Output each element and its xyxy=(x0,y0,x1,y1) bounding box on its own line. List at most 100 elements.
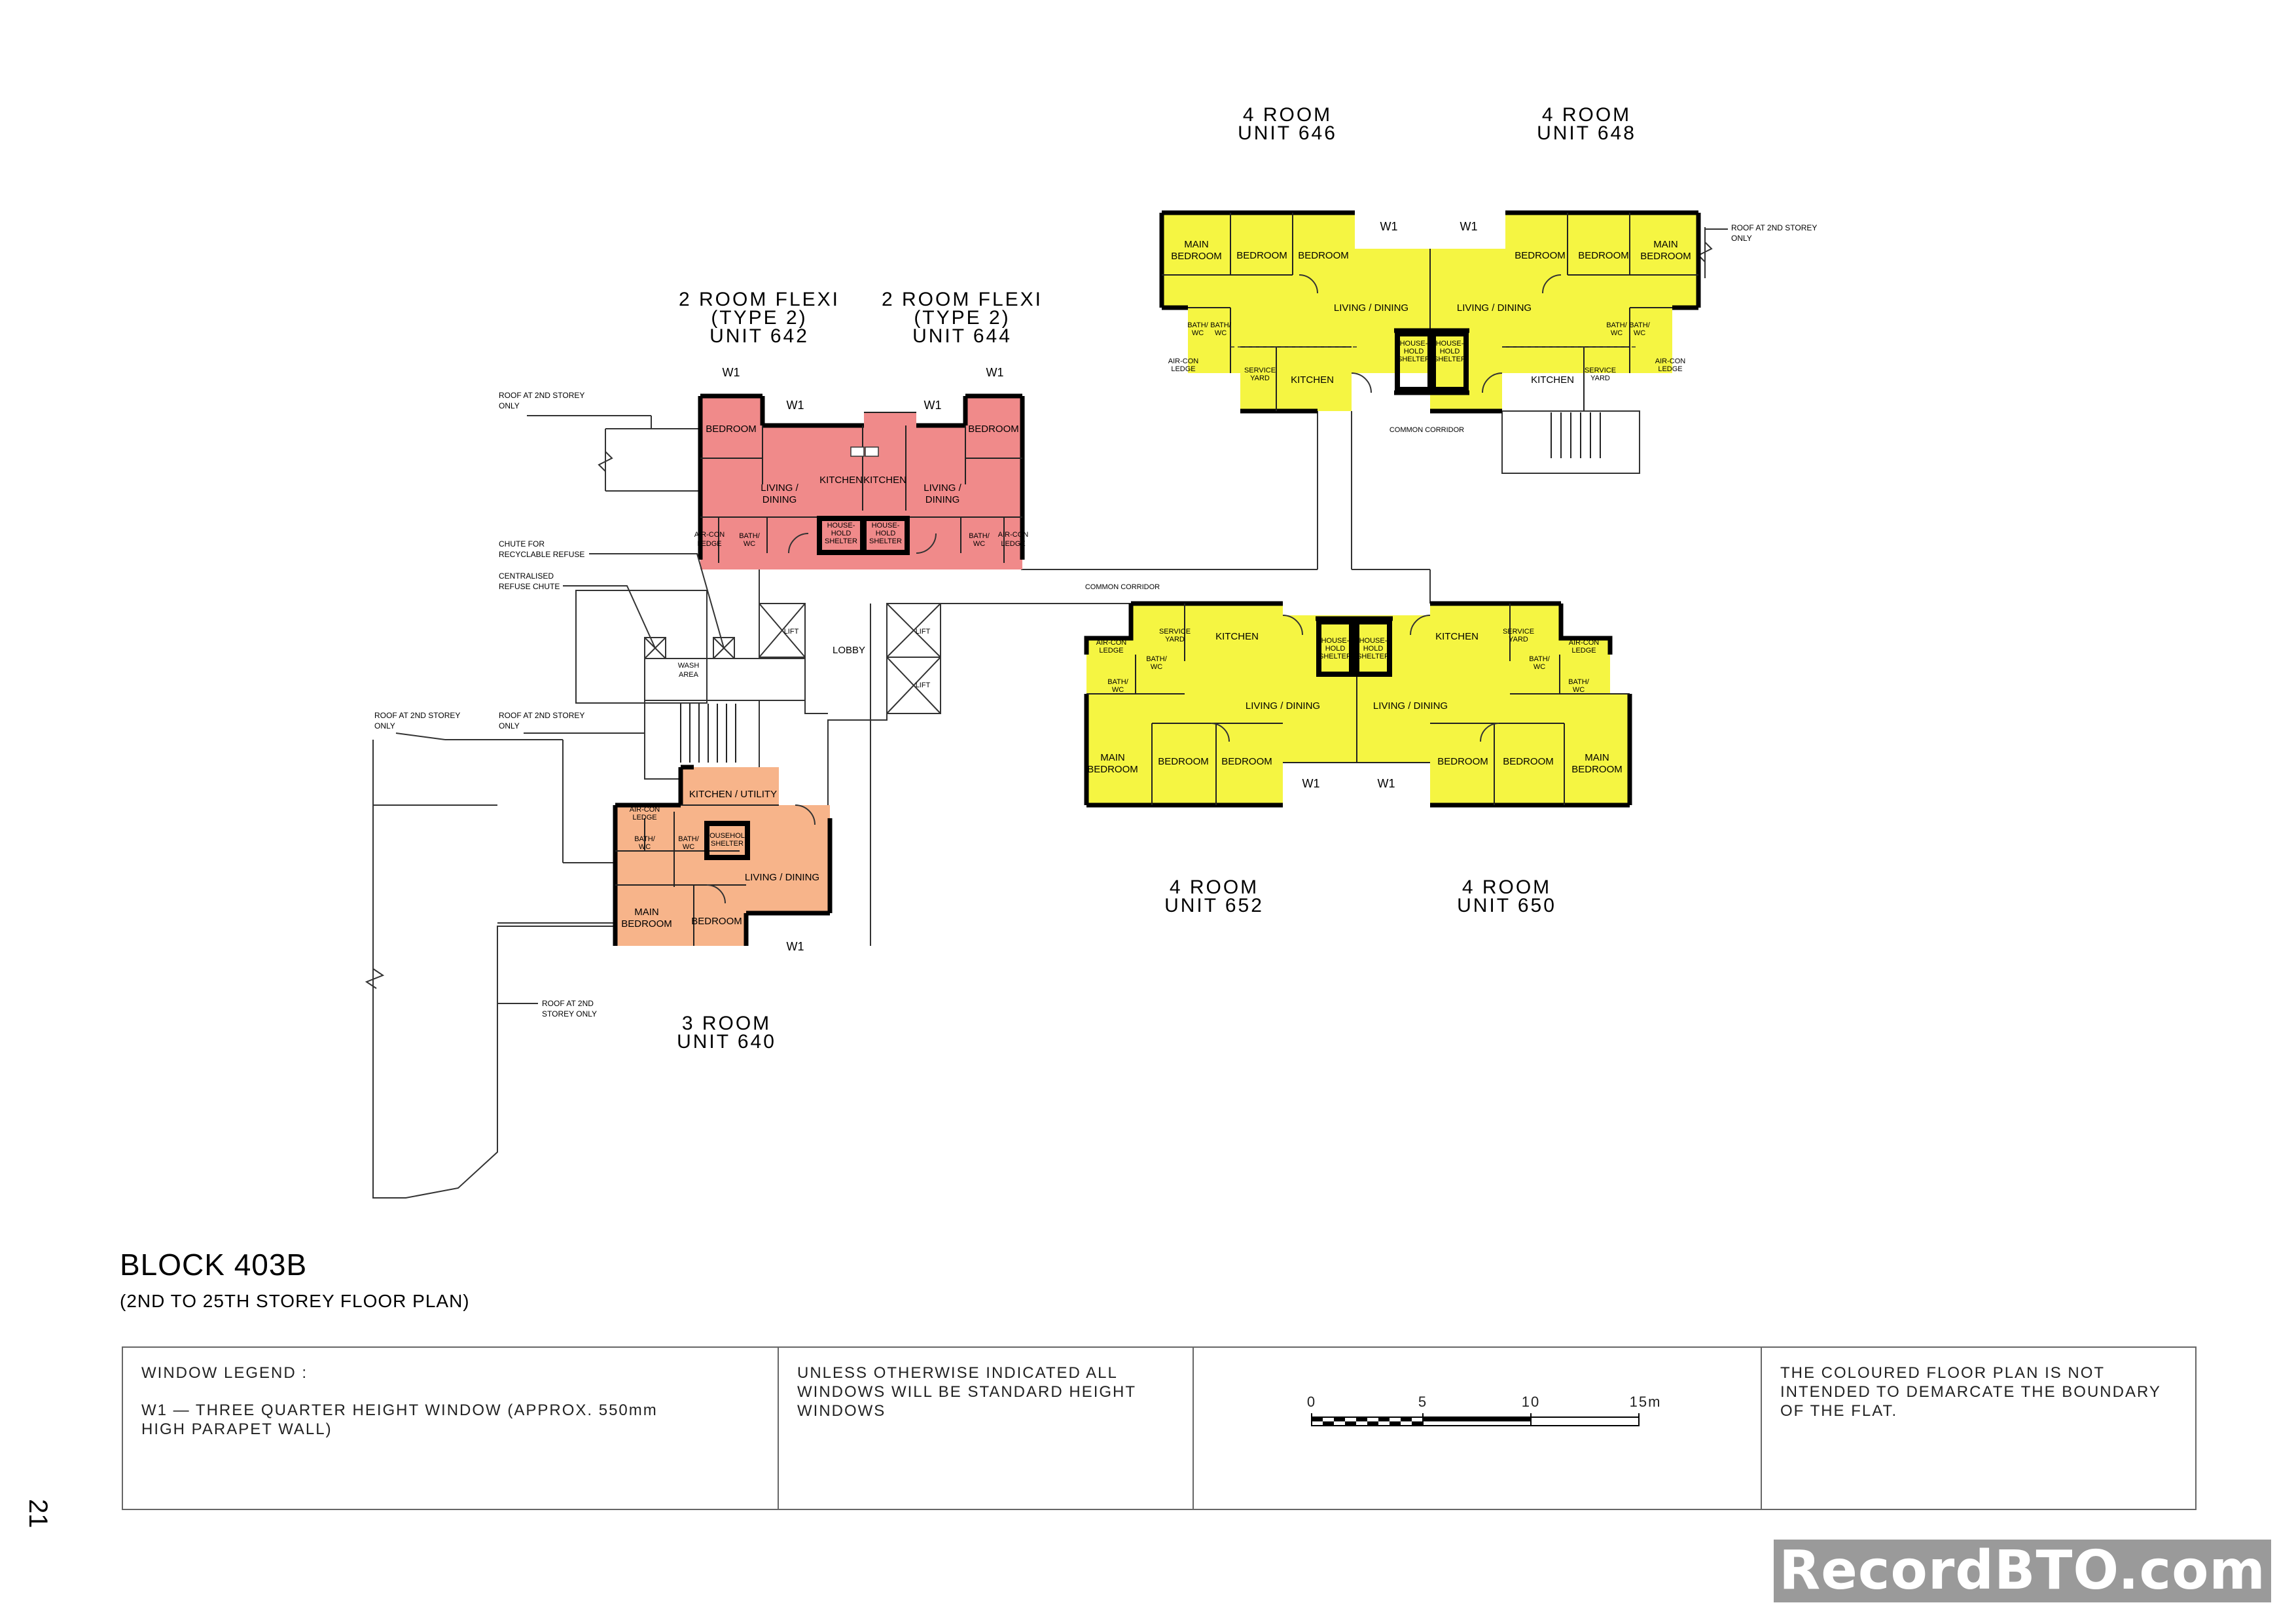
room-kitchen-646: KITCHEN xyxy=(1291,374,1334,386)
yard-650-l2: YARD xyxy=(1509,636,1528,643)
aircon-646-l1: AIR-CON xyxy=(1168,357,1199,365)
aircon-650-l1: AIR-CON xyxy=(1569,639,1600,647)
aircon-650-l2: LEDGE xyxy=(1571,647,1596,655)
room-kitchen-644: KITCHEN xyxy=(863,475,906,486)
unit-642-number: UNIT 642 xyxy=(709,325,809,347)
disclaimer-note: THE COLOURED FLOOR PLAN IS NOT INTENDED … xyxy=(1762,1348,2195,1509)
aircon-648-l1: AIR-CON xyxy=(1655,357,1686,365)
shelter-652-l1: HOUSE- xyxy=(1321,637,1350,645)
corridor-label-top: COMMON CORRIDOR xyxy=(1390,426,1464,434)
corridor-label-main: COMMON CORRIDOR xyxy=(1085,583,1160,591)
bath-646a-l1: BATH/ xyxy=(1187,321,1209,329)
units-642-644-labels: BEDROOM BEDROOM LIVING / DINING LIVING /… xyxy=(694,366,1029,548)
standard-window-note: UNLESS OTHERWISE INDICATED ALL WINDOWS W… xyxy=(779,1348,1194,1509)
room-bed2-652: BEDROOM xyxy=(1221,756,1272,767)
scale-tick-10: 10 xyxy=(1522,1394,1540,1410)
common-labels: LIFT LIFT LIFT LOBBY WASH AREA xyxy=(678,628,931,689)
shelter-648-l1: HOUSE- xyxy=(1436,340,1464,348)
window-legend-desc-2: HIGH PARAPET WALL) xyxy=(141,1420,332,1438)
shelter-642-l3: SHELTER xyxy=(825,537,857,545)
window-tag-642a: W1 xyxy=(723,366,740,379)
unit-644-subtype: (TYPE 2) xyxy=(914,307,1010,329)
yard-648-l2: YARD xyxy=(1590,374,1610,382)
room-kitchen-652: KITCHEN xyxy=(1215,631,1259,642)
standard-note-3: WINDOWS xyxy=(797,1402,886,1420)
note-roof-mid-l1: ROOF AT 2ND STOREY xyxy=(499,711,584,720)
annotations: ROOF AT 2ND STOREY ONLY ROOF AT 2ND STOR… xyxy=(374,223,1817,1019)
room-kitchen-640: KITCHEN / UTILITY xyxy=(689,789,777,800)
wash-area-l1: WASH xyxy=(678,662,700,670)
bath-650b-l2: WC xyxy=(1573,686,1585,694)
note-roof-left-l1: ROOF AT 2ND STOREY xyxy=(374,711,460,720)
scale-bar-cell: 0 5 10 15m xyxy=(1194,1348,1762,1509)
unit-640-labels: KITCHEN / UTILITY LIVING / DINING MAIN B… xyxy=(621,789,819,953)
shelter-642-l1: HOUSE- xyxy=(827,522,855,530)
scale-tick-15: 15m xyxy=(1630,1394,1662,1410)
legend-box: WINDOW LEGEND : W1 — THREE QUARTER HEIGH… xyxy=(122,1346,2197,1510)
unit-652-number: UNIT 652 xyxy=(1164,895,1264,916)
common-structure xyxy=(365,227,1713,1199)
room-bed1-652: BEDROOM xyxy=(1158,756,1209,767)
room-bed2-650: BEDROOM xyxy=(1503,756,1554,767)
aircon-640-l2: LEDGE xyxy=(632,814,656,821)
room-main-650-l2: BEDROOM xyxy=(1571,764,1623,775)
window-legend-heading: WINDOW LEGEND : xyxy=(141,1364,308,1382)
unit-650-number: UNIT 650 xyxy=(1457,895,1556,916)
shelter-650-l3: SHELTER xyxy=(1357,653,1390,660)
room-main-640-l1: MAIN xyxy=(634,907,659,918)
room-bed2-648: BEDROOM xyxy=(1578,250,1629,261)
lift-label-3: LIFT xyxy=(916,681,931,689)
unit-650-type: 4 ROOM xyxy=(1462,876,1551,898)
room-main-648-l2: BEDROOM xyxy=(1640,251,1691,262)
shelter-644-l3: SHELTER xyxy=(869,537,902,545)
unit-label-644: 2 ROOM FLEXI (TYPE 2) UNIT 644 xyxy=(882,289,1041,347)
window-tag-646: W1 xyxy=(1380,220,1398,233)
yard-650-l1: SERVICE xyxy=(1503,628,1534,636)
window-legend: WINDOW LEGEND : W1 — THREE QUARTER HEIGH… xyxy=(123,1348,779,1509)
unit-label-646: 4 ROOM UNIT 646 xyxy=(1238,104,1335,144)
yard-646-l1: SERVICE xyxy=(1244,367,1276,374)
room-bedroom-644: BEDROOM xyxy=(968,424,1019,435)
aircon-652-l1: AIR-CON xyxy=(1096,639,1127,647)
room-living-648: LIVING / DINING xyxy=(1457,302,1532,314)
unit-label-650: 4 ROOM UNIT 650 xyxy=(1457,876,1556,916)
bath-640a-l1: BATH/ xyxy=(634,835,656,843)
note-roof-mid-l2: ONLY xyxy=(499,721,520,731)
note-chute-l2: RECYCLABLE REFUSE xyxy=(499,550,584,559)
bath-652b-l2: WC xyxy=(1112,686,1124,694)
shelter-646-l3: SHELTER xyxy=(1397,355,1430,363)
units-646-648-labels: MAIN BEDROOM BEDROOM BEDROOM LIVING / DI… xyxy=(1168,220,1691,434)
yard-646-l2: YARD xyxy=(1250,374,1270,382)
shelter-642-l2: HOLD xyxy=(831,530,852,537)
window-tag-650: W1 xyxy=(1378,777,1395,790)
unit-652-type: 4 ROOM xyxy=(1170,876,1259,898)
room-dining-642: DINING xyxy=(762,494,797,505)
room-living-644: LIVING / xyxy=(924,482,961,494)
bath-650a-l1: BATH/ xyxy=(1529,655,1551,663)
bath-652a-l1: BATH/ xyxy=(1146,655,1168,663)
unit-640-number: UNIT 640 xyxy=(677,1031,776,1053)
shelter-646-l2: HOLD xyxy=(1404,348,1424,355)
shelter-646-l1: HOUSE- xyxy=(1400,340,1428,348)
shelter-648-l3: SHELTER xyxy=(1433,355,1466,363)
lobby-label: LOBBY xyxy=(833,645,865,656)
unit-642-subtype: (TYPE 2) xyxy=(711,307,807,329)
page-number: 21 xyxy=(24,1499,52,1528)
bath-652b-l1: BATH/ xyxy=(1107,678,1129,686)
bath-646b-l2: WC xyxy=(1215,329,1227,337)
room-main-652-l2: BEDROOM xyxy=(1087,764,1138,775)
aircon-648-l2: LEDGE xyxy=(1658,365,1682,373)
room-living-652: LIVING / DINING xyxy=(1246,700,1320,712)
standard-note-2: WINDOWS WILL BE STANDARD HEIGHT xyxy=(797,1383,1137,1401)
aircon-644-l2: LEDGE xyxy=(1001,540,1025,548)
window-tag-652: W1 xyxy=(1302,777,1320,790)
room-living-650: LIVING / DINING xyxy=(1373,700,1448,712)
shelter-652-l3: SHELTER xyxy=(1319,653,1352,660)
note-roof-left-l2: ONLY xyxy=(374,721,395,731)
room-main-640-l2: BEDROOM xyxy=(621,918,672,929)
bath-640a-l2: WC xyxy=(639,843,651,851)
note-roof-648-l1: ROOF AT 2ND STOREY xyxy=(1731,223,1817,232)
wash-area-l2: AREA xyxy=(679,671,699,679)
room-bed1-646: BEDROOM xyxy=(1236,250,1287,261)
